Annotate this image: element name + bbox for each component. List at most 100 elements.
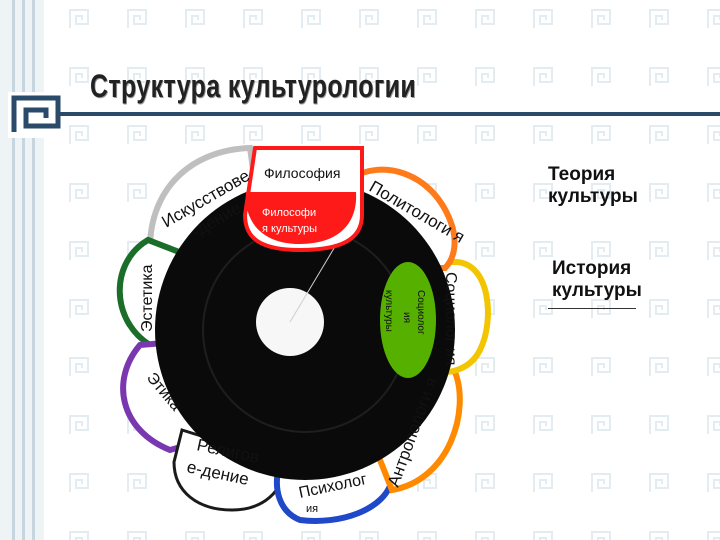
background-key-motif <box>533 531 553 540</box>
left-decor-bar <box>0 0 44 540</box>
background-key-motif <box>649 241 669 260</box>
background-key-motif <box>707 9 720 28</box>
background-key-motif <box>533 241 553 260</box>
background-key-motif <box>707 357 720 376</box>
background-key-motif <box>69 67 89 86</box>
sociology-of-culture-petal <box>380 262 436 378</box>
background-key-motif <box>475 473 495 492</box>
background-key-motif <box>359 531 379 540</box>
background-key-motif <box>707 241 720 260</box>
background-key-motif <box>185 531 205 540</box>
background-key-motif <box>359 67 379 86</box>
background-key-motif <box>127 67 147 86</box>
background-key-motif <box>301 125 321 144</box>
background-key-motif <box>591 473 611 492</box>
background-key-motif <box>127 531 147 540</box>
background-key-motif <box>417 9 437 28</box>
background-key-motif <box>475 9 495 28</box>
background-key-motif <box>301 67 321 86</box>
background-key-motif <box>649 125 669 144</box>
background-key-motif <box>533 183 553 202</box>
background-key-motif <box>69 357 89 376</box>
background-key-motif <box>185 67 205 86</box>
background-key-motif <box>359 9 379 28</box>
background-key-motif <box>127 473 147 492</box>
background-key-motif <box>591 531 611 540</box>
background-key-motif <box>649 299 669 318</box>
background-key-motif <box>591 67 611 86</box>
background-key-motif <box>243 125 263 144</box>
background-key-motif <box>533 415 553 434</box>
slide-title: Структура культурологии <box>90 68 417 104</box>
background-key-motif <box>649 415 669 434</box>
background-key-motif <box>185 125 205 144</box>
background-key-motif <box>707 415 720 434</box>
background-key-motif <box>475 67 495 86</box>
philosophy-of-culture-label-2: я культуры <box>262 223 317 235</box>
history-of-culture-label: История культуры <box>552 258 642 301</box>
background-key-motif <box>533 9 553 28</box>
background-key-motif <box>69 125 89 144</box>
background-key-motif <box>591 241 611 260</box>
background-key-motif <box>69 415 89 434</box>
background-key-motif <box>649 9 669 28</box>
background-key-motif <box>417 125 437 144</box>
background-key-motif <box>649 357 669 376</box>
background-key-motif <box>649 183 669 202</box>
background-key-motif <box>243 531 263 540</box>
background-key-motif <box>707 531 720 540</box>
background-key-motif <box>475 183 495 202</box>
background-key-motif <box>533 473 553 492</box>
background-key-motif <box>649 67 669 86</box>
theory-of-culture-label: Теория культуры <box>548 164 638 207</box>
background-key-motif <box>649 531 669 540</box>
background-key-motif <box>69 241 89 260</box>
background-key-motif <box>533 299 553 318</box>
background-key-motif <box>185 9 205 28</box>
background-key-motif <box>301 531 321 540</box>
background-key-motif <box>69 299 89 318</box>
background-key-motif <box>417 67 437 86</box>
background-key-motif <box>649 473 669 492</box>
background-key-motif <box>243 67 263 86</box>
sociology-label: Социолог ия <box>442 272 459 365</box>
background-key-motif <box>301 9 321 28</box>
background-key-motif <box>707 67 720 86</box>
background-key-motif <box>591 415 611 434</box>
background-key-motif <box>707 299 720 318</box>
background-key-motif <box>707 125 720 144</box>
background-key-motif <box>69 473 89 492</box>
philosophy-label: Философия <box>264 165 340 181</box>
background-key-motif <box>475 531 495 540</box>
background-key-motif <box>243 9 263 28</box>
sociology-of-culture-label-2: ия <box>401 312 412 323</box>
sociology-of-culture-label-3: культуры <box>383 290 394 332</box>
background-key-motif <box>533 125 553 144</box>
title-underline <box>60 112 720 116</box>
background-key-motif <box>417 531 437 540</box>
background-key-motif <box>707 473 720 492</box>
background-key-motif <box>533 357 553 376</box>
background-key-motif <box>475 415 495 434</box>
background-key-motif <box>127 9 147 28</box>
sociology-of-culture-label-1: Социолог <box>415 290 426 335</box>
philosophy-of-culture-petal <box>245 192 357 244</box>
background-key-motif <box>591 183 611 202</box>
background-key-motif <box>127 183 147 202</box>
background-key-motif <box>359 125 379 144</box>
background-key-motif <box>69 183 89 202</box>
greek-key-icon <box>8 92 66 138</box>
background-key-motif <box>707 183 720 202</box>
background-key-motif <box>69 531 89 540</box>
psychology-label-2: ия <box>306 503 318 515</box>
background-key-motif <box>591 357 611 376</box>
background-key-motif <box>475 125 495 144</box>
history-underline <box>548 308 636 309</box>
background-key-motif <box>533 67 553 86</box>
background-key-motif <box>591 299 611 318</box>
philosophy-of-culture-label-1: Философи <box>262 207 316 219</box>
background-key-motif <box>591 9 611 28</box>
background-key-motif <box>475 357 495 376</box>
